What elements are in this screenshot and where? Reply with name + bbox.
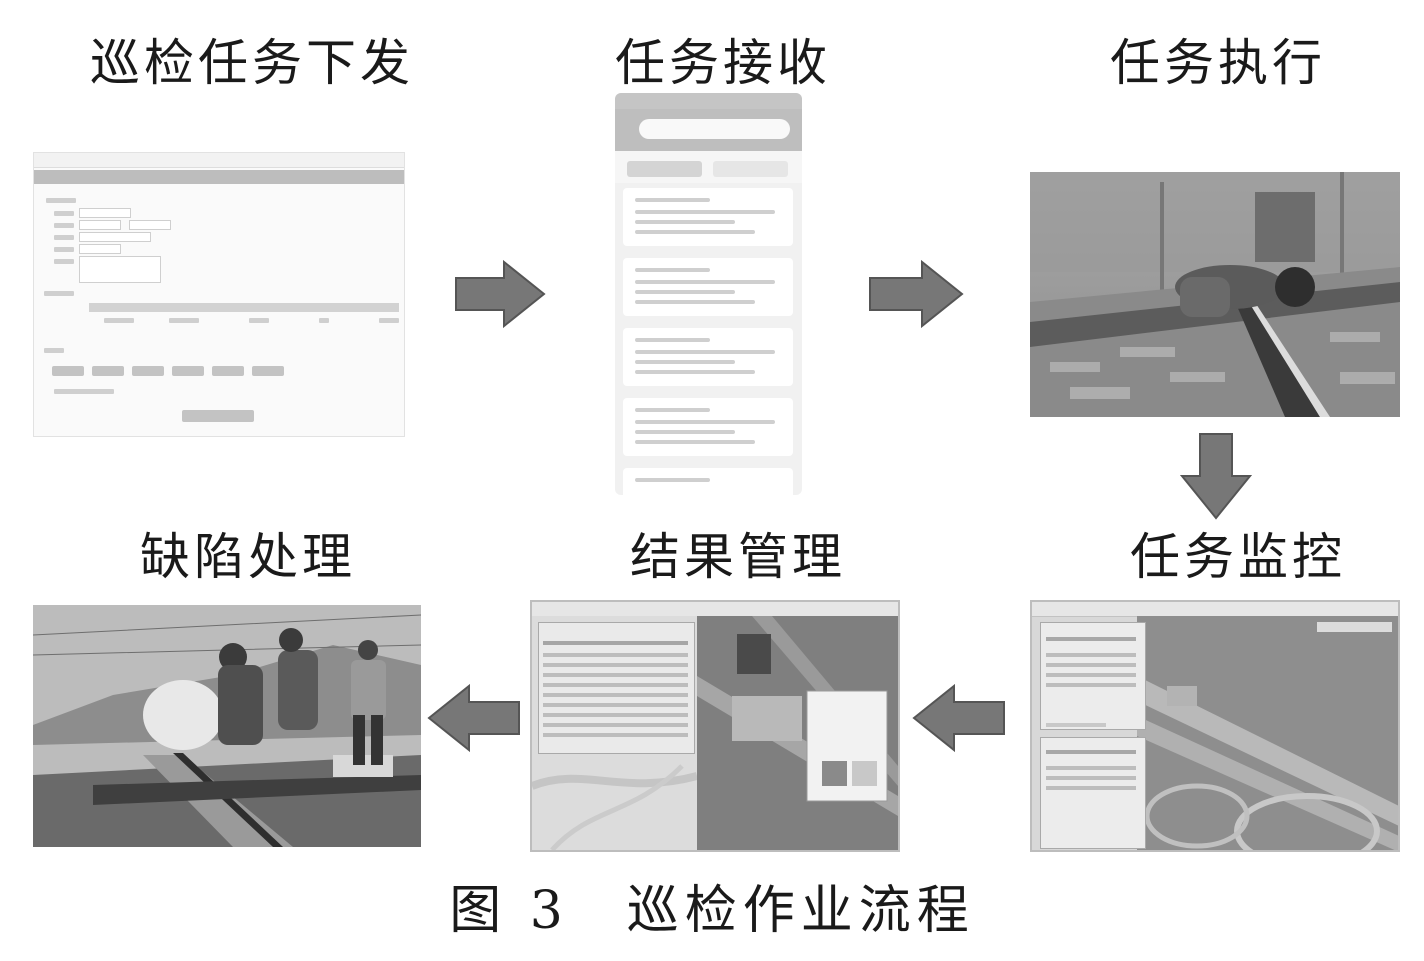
- dispatch-table: [89, 303, 399, 335]
- receive-phone-screenshot: [615, 93, 802, 495]
- label-monitor: 任务监控: [1130, 528, 1346, 586]
- dispatch-form-screenshot: [33, 152, 405, 437]
- execute-photo: [1030, 172, 1400, 417]
- arrow-right-icon: [869, 259, 964, 329]
- arrow-left-icon: [427, 683, 520, 753]
- label-execute: 任务执行: [1110, 34, 1326, 92]
- label-defect: 缺陷处理: [140, 528, 356, 586]
- label-result: 结果管理: [630, 528, 846, 586]
- arrow-right-icon: [455, 259, 546, 329]
- defect-photo: [33, 605, 421, 847]
- arrow-down-icon: [1179, 433, 1253, 520]
- arrow-left-icon: [912, 683, 1005, 753]
- figure-caption: 图 3 巡检作业流程: [449, 881, 975, 941]
- result-screenshot: [530, 600, 900, 852]
- monitor-screenshot: [1030, 600, 1400, 852]
- label-receive: 任务接收: [615, 34, 831, 92]
- label-dispatch: 巡检任务下发: [90, 34, 414, 92]
